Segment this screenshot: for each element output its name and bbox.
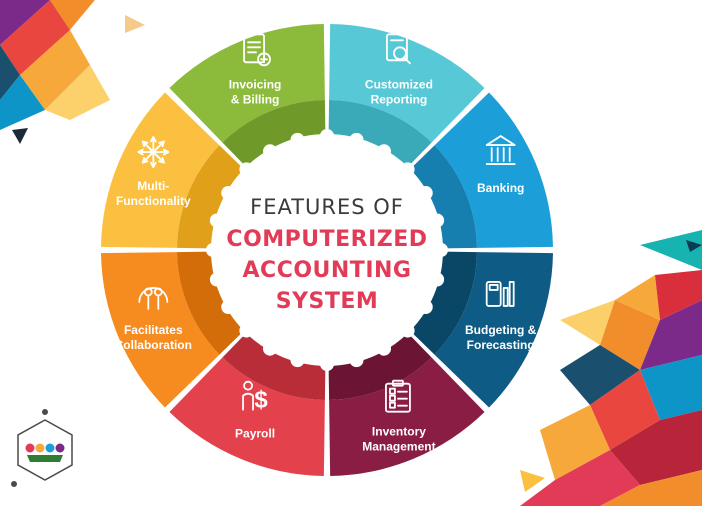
segment-label: Customized [365,77,433,91]
segment-outer-band [101,92,220,248]
segment-label: Reporting [371,92,428,106]
segment-label: Budgeting & [465,323,537,337]
payroll-dollar-icon: $ [242,380,268,414]
segment-label: Facilitates [124,323,183,337]
segment-label: Multi- [137,179,169,193]
segment-outer-band [169,357,325,476]
segment-label: Management [362,440,435,454]
segment-label: Payroll [235,427,275,441]
segment-inner-band [177,251,244,355]
segment-outer-band [329,357,485,476]
segment-label: Functionality [116,194,191,208]
segment-label: Collaboration [115,338,192,352]
svg-text:$: $ [254,387,268,414]
segment-inner-band [222,100,326,167]
clipboard-checklist-icon [385,379,411,413]
segment-inner-band [177,145,244,249]
top-left-geometric-decoration [0,0,145,144]
segment-label: Invoicing [229,77,282,91]
bank-icon [485,135,516,165]
calculator-chart-icon [485,281,515,307]
gear-tooth [206,243,220,257]
segment-multi-functionality: Multi-Functionality [101,92,244,249]
segment-inner-band [410,251,477,355]
center-title-line1: FEATURES OF [250,195,404,219]
segment-label: Inventory [372,425,426,439]
report-search-icon [386,33,411,65]
segment-outer-band [101,252,220,408]
center-title-line4: SYSTEM [276,289,379,314]
collaboration-people-icon [138,287,169,310]
gear-tooth [434,243,448,257]
segment-payroll: $ Payroll [169,333,326,476]
segment-inner-band [328,333,432,400]
gear-tooth [320,129,334,143]
segment-outer-band [169,24,325,143]
segment-outer-band [329,24,485,143]
gear-tooth [320,357,334,371]
segment-label: Banking [477,181,524,195]
center-circle [217,140,437,360]
center-title-line2: COMPUTERIZED [226,227,427,252]
segment-inner-band [328,100,432,167]
segment-label: Forecasting [467,338,535,352]
segment-inner-band [410,145,477,249]
center-title-line3: ACCOUNTING [243,258,412,283]
segment-outer-band [434,92,553,248]
segment-budgeting-forecasting: Budgeting &Forecasting [410,251,553,408]
multi-arrows-icon [137,136,170,168]
bottom-right-geometric-decoration [520,230,702,506]
segment-inner-band [222,333,326,400]
center-hub [206,129,448,371]
segment-ring: Invoicing& BillingCustomizedReportingBan… [101,24,553,476]
segment-label: & Billing [231,92,280,106]
segment-outer-band [434,252,553,408]
brand-logo [11,409,73,487]
segment-invoicing-billing: Invoicing& Billing [169,24,326,167]
invoice-icon [243,33,271,67]
segment-banking: Banking [410,92,553,249]
